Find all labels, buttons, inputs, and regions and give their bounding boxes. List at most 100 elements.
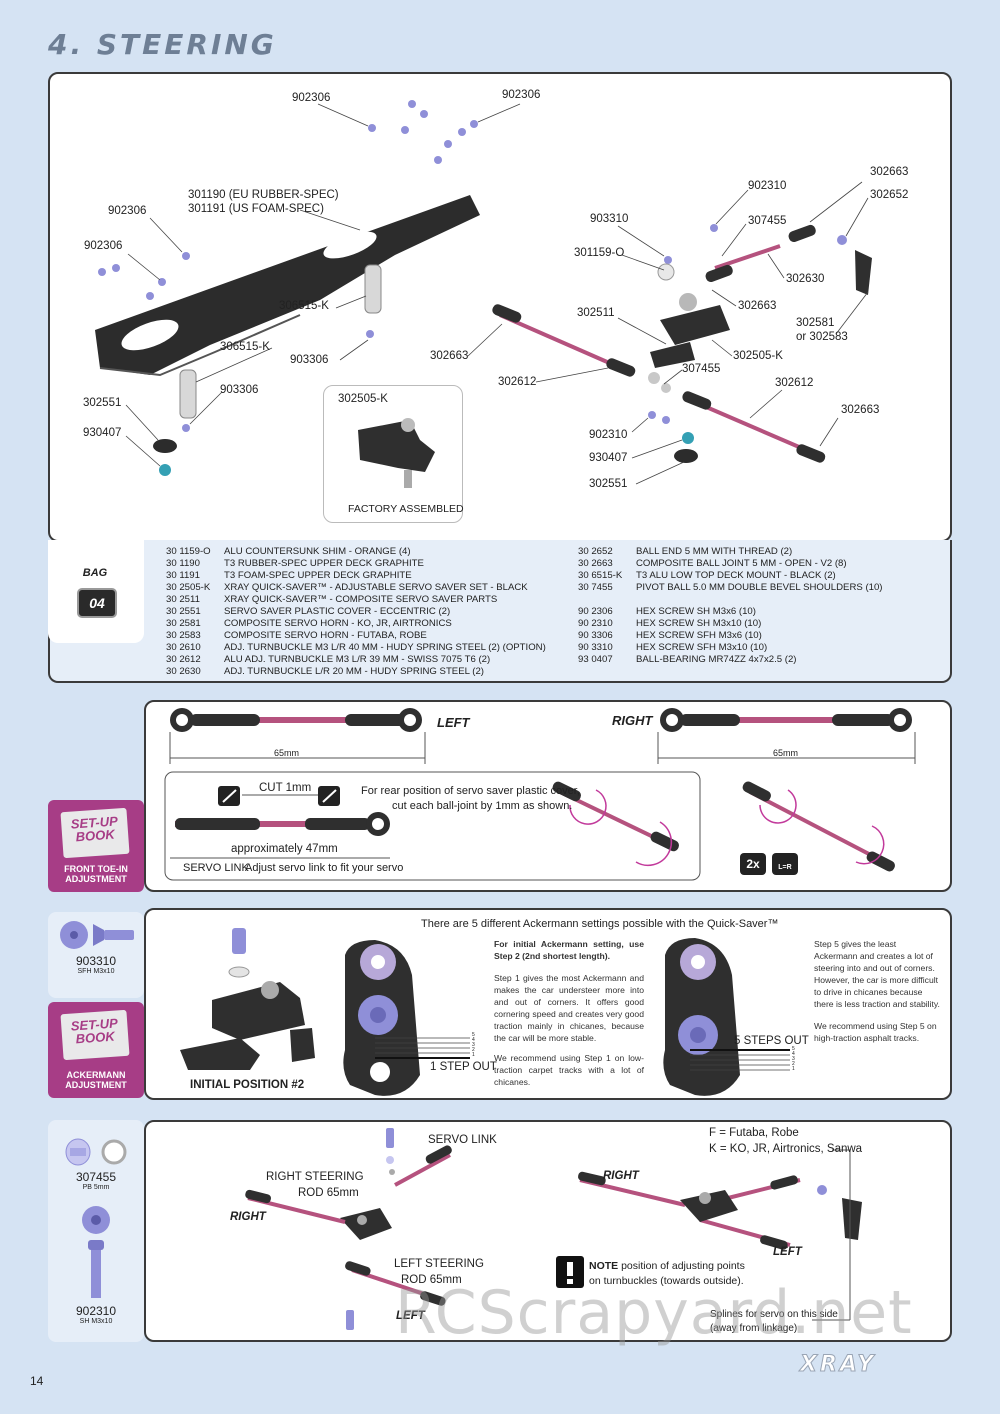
servo-saver-step5 (663, 938, 790, 1096)
right-length: 65mm (773, 748, 799, 758)
right-label: RIGHT (603, 1170, 639, 1182)
part-label: 301190 (EU RUBBER-SPEC) (188, 189, 339, 201)
cut-label: CUT 1mm (259, 782, 312, 794)
part-code: 30 1191 (166, 570, 200, 581)
left-label: LEFT (773, 1246, 802, 1258)
part-code: 30 2630 (166, 666, 201, 677)
left-length: 65mm (274, 748, 300, 758)
left-label: LEFT (437, 715, 470, 730)
part-label: 306515-K (220, 341, 270, 353)
hardware-icons (65, 1138, 127, 1298)
part-label: 301191 (US FOAM-SPEC) (188, 203, 324, 215)
part-description: BALL-BEARING MR74ZZ 4x7x2.5 (2) (636, 654, 797, 665)
splines-note-2: (away from linkage) (710, 1323, 798, 1334)
part-label: 302612 (775, 377, 814, 389)
toe-in-panel (144, 700, 952, 892)
part-description: HEX SCREW SFH M3x6 (10) (636, 630, 762, 641)
part-label: 302630 (786, 273, 825, 285)
approx-length: approximately 47mm (231, 843, 338, 855)
part-code: 90 3306 (578, 630, 613, 641)
part-code: 30 2583 (166, 630, 201, 641)
servo-saver-assembly (153, 263, 730, 476)
part-label: 302581 (796, 317, 835, 329)
bag-label: BAG (82, 567, 108, 579)
part-code: 30 2511 (166, 594, 200, 605)
ackermann-instructions: For initial Ackermann setting, use Step … (494, 939, 644, 1087)
servo-link-note: Adjust servo link to fit your servo (245, 862, 404, 874)
part-label: 902310 (748, 180, 787, 192)
part-label: 302551 (589, 478, 628, 490)
leader-lines (125, 103, 869, 485)
ackermann-step5-notes: Step 5 gives the least Ackermann and cre… (814, 939, 940, 1043)
right-label: RIGHT (230, 1211, 266, 1223)
brand-logo: XRAY (799, 1352, 877, 1378)
hardware-sidebar: 307455 PB 5mm 902310 SH M3x10 (48, 1120, 144, 1342)
part-description: HEX SCREW SH M3x10 (10) (636, 618, 762, 629)
part-code: 30 1190 (166, 558, 200, 569)
parts-row: 30 1190 T3 RUBBER-SPEC UPPER DECK GRAPHIT… (166, 558, 546, 570)
countersunk-screw-icon (60, 921, 134, 949)
ball-code: 307455 (75, 1170, 117, 1184)
parts-list-band (48, 540, 952, 683)
right-rod-label: RIGHT STEERING (266, 1171, 364, 1183)
lr-badge: L=R (772, 853, 798, 875)
part-code: 30 2612 (166, 654, 201, 665)
top-deck-mount (179, 264, 382, 419)
part-code: 93 0407 (578, 654, 613, 665)
assembly-panel (144, 1120, 952, 1342)
step5-label: 5 STEPS OUT (734, 1035, 809, 1047)
part-description: COMPOSITE SERVO HORN - KO, JR, AIRTRONIC… (224, 618, 452, 629)
turnbuckle-rods (492, 224, 872, 463)
left-rod-label-2: ROD 65mm (401, 1274, 462, 1286)
part-description: COMPOSITE SERVO HORN - FUTABA, ROBE (224, 630, 427, 641)
left-assembly (245, 1128, 452, 1330)
part-description: T3 FOAM-SPEC UPPER DECK GRAPHITE (224, 570, 412, 581)
screw-903310-tab: 903310 SFH M3x10 (48, 912, 144, 998)
part-label: 902306 (108, 205, 147, 217)
part-code: 30 2551 (166, 606, 201, 617)
ball-desc: PB 5mm (82, 1184, 110, 1191)
part-label: 902306 (292, 92, 331, 104)
parts-row: 30 2583 COMPOSITE SERVO HORN - FUTABA, RO… (166, 630, 546, 642)
part-description: HEX SCREW SH M3x6 (10) (636, 606, 756, 617)
servo-link-rod (170, 794, 390, 859)
part-label: 307455 (748, 215, 787, 227)
bag-number: 04 (77, 588, 117, 618)
upper-deck-graphite (95, 195, 480, 377)
servo-link-label: SERVO LINK (428, 1134, 497, 1146)
part-description: ADJ. TURNBUCKLE M3 L/R 40 MM - HUDY SPRI… (224, 642, 546, 653)
futaba-label: F = Futaba, Robe (709, 1127, 799, 1139)
servo-link-label: SERVO LINK (183, 862, 249, 874)
part-label: 302612 (498, 376, 537, 388)
part-label: 301159-O (574, 247, 625, 259)
parts-row: 30 1191 T3 FOAM-SPEC UPPER DECK GRAPHITE (166, 570, 546, 582)
parts-row: 90 3306 HEX SCREW SFH M3x6 (10) (578, 630, 883, 642)
page-title: 4. STEERING (48, 28, 277, 61)
part-description: XRAY QUICK-SAVER™ - ADJUSTABLE SERVO SAV… (224, 582, 528, 593)
part-label: 302663 (841, 404, 880, 416)
part-description: ADJ. TURNBUCKLE L/R 20 MM - HUDY SPRING … (224, 666, 484, 677)
inset-part-label: 302505-K (338, 393, 388, 405)
rear-note-2: cut each ball-joint by 1mm as shown. (392, 800, 573, 812)
part-code: 30 1159-O (166, 546, 211, 557)
ackermann-heading: There are 5 different Ackermann settings… (421, 918, 779, 930)
part-description: XRAY QUICK-SAVER™ - COMPOSITE SERVO SAVE… (224, 594, 498, 605)
part-description: T3 RUBBER-SPEC UPPER DECK GRAPHITE (224, 558, 424, 569)
part-code: 30 6515-K (578, 570, 623, 581)
